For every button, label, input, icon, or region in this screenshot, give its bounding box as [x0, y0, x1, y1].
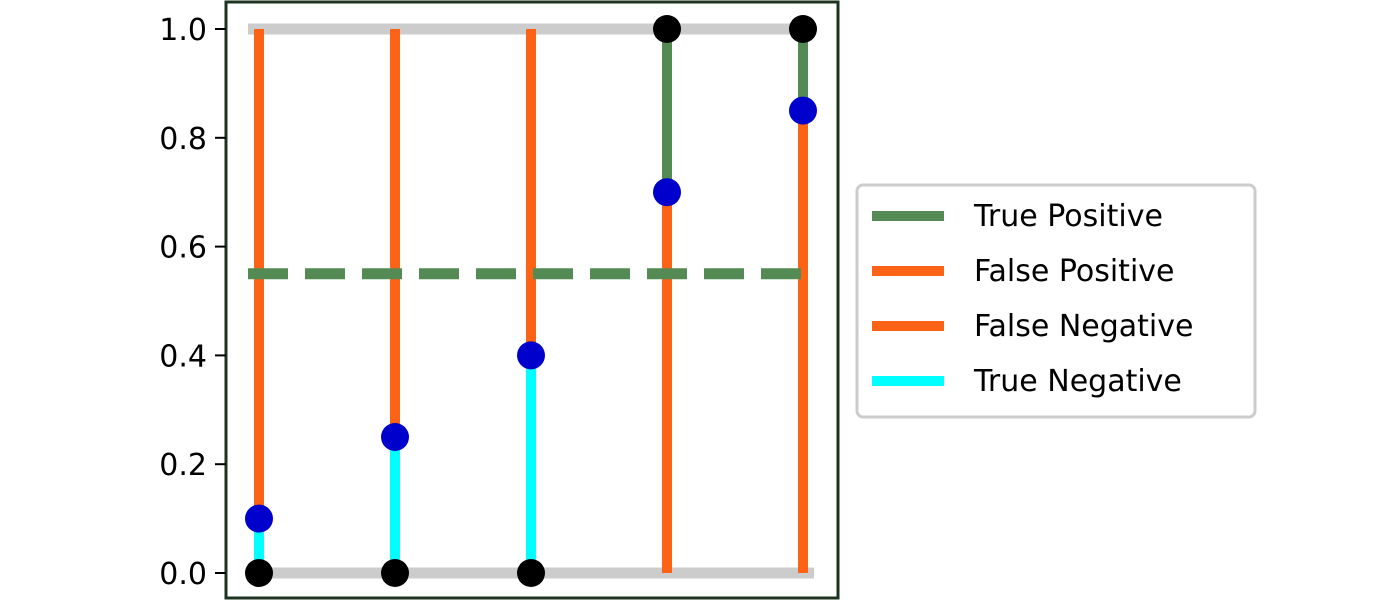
score-point: [245, 504, 273, 533]
label-point: [245, 559, 273, 587]
y-tick-label: 0.6: [159, 231, 207, 266]
legend-box: [855, 183, 1257, 419]
y-tick-label: 0.4: [159, 339, 207, 374]
label-point: [517, 559, 545, 587]
y-tick-label: 0.0: [159, 557, 207, 592]
legend-label: False Positive: [974, 254, 1175, 289]
y-tick-label: 0.8: [159, 122, 207, 157]
legend-label: True Positive: [973, 199, 1163, 234]
score-point: [653, 178, 681, 207]
plot-frame: [224, 0, 840, 600]
legend-label: True Negative: [973, 364, 1182, 399]
score-point: [517, 341, 545, 370]
label-point: [381, 559, 409, 587]
legend-label: False Negative: [974, 309, 1193, 344]
label-point: [789, 15, 817, 43]
plot-area: [224, 0, 840, 600]
y-tick-label: 0.2: [159, 448, 207, 483]
y-axis: 0.0 0.2 0.4 0.6 0.8 1.0: [159, 13, 226, 592]
score-point: [789, 96, 817, 125]
y-tick-label: 1.0: [159, 13, 207, 48]
score-point: [381, 423, 409, 451]
label-point: [653, 15, 681, 43]
